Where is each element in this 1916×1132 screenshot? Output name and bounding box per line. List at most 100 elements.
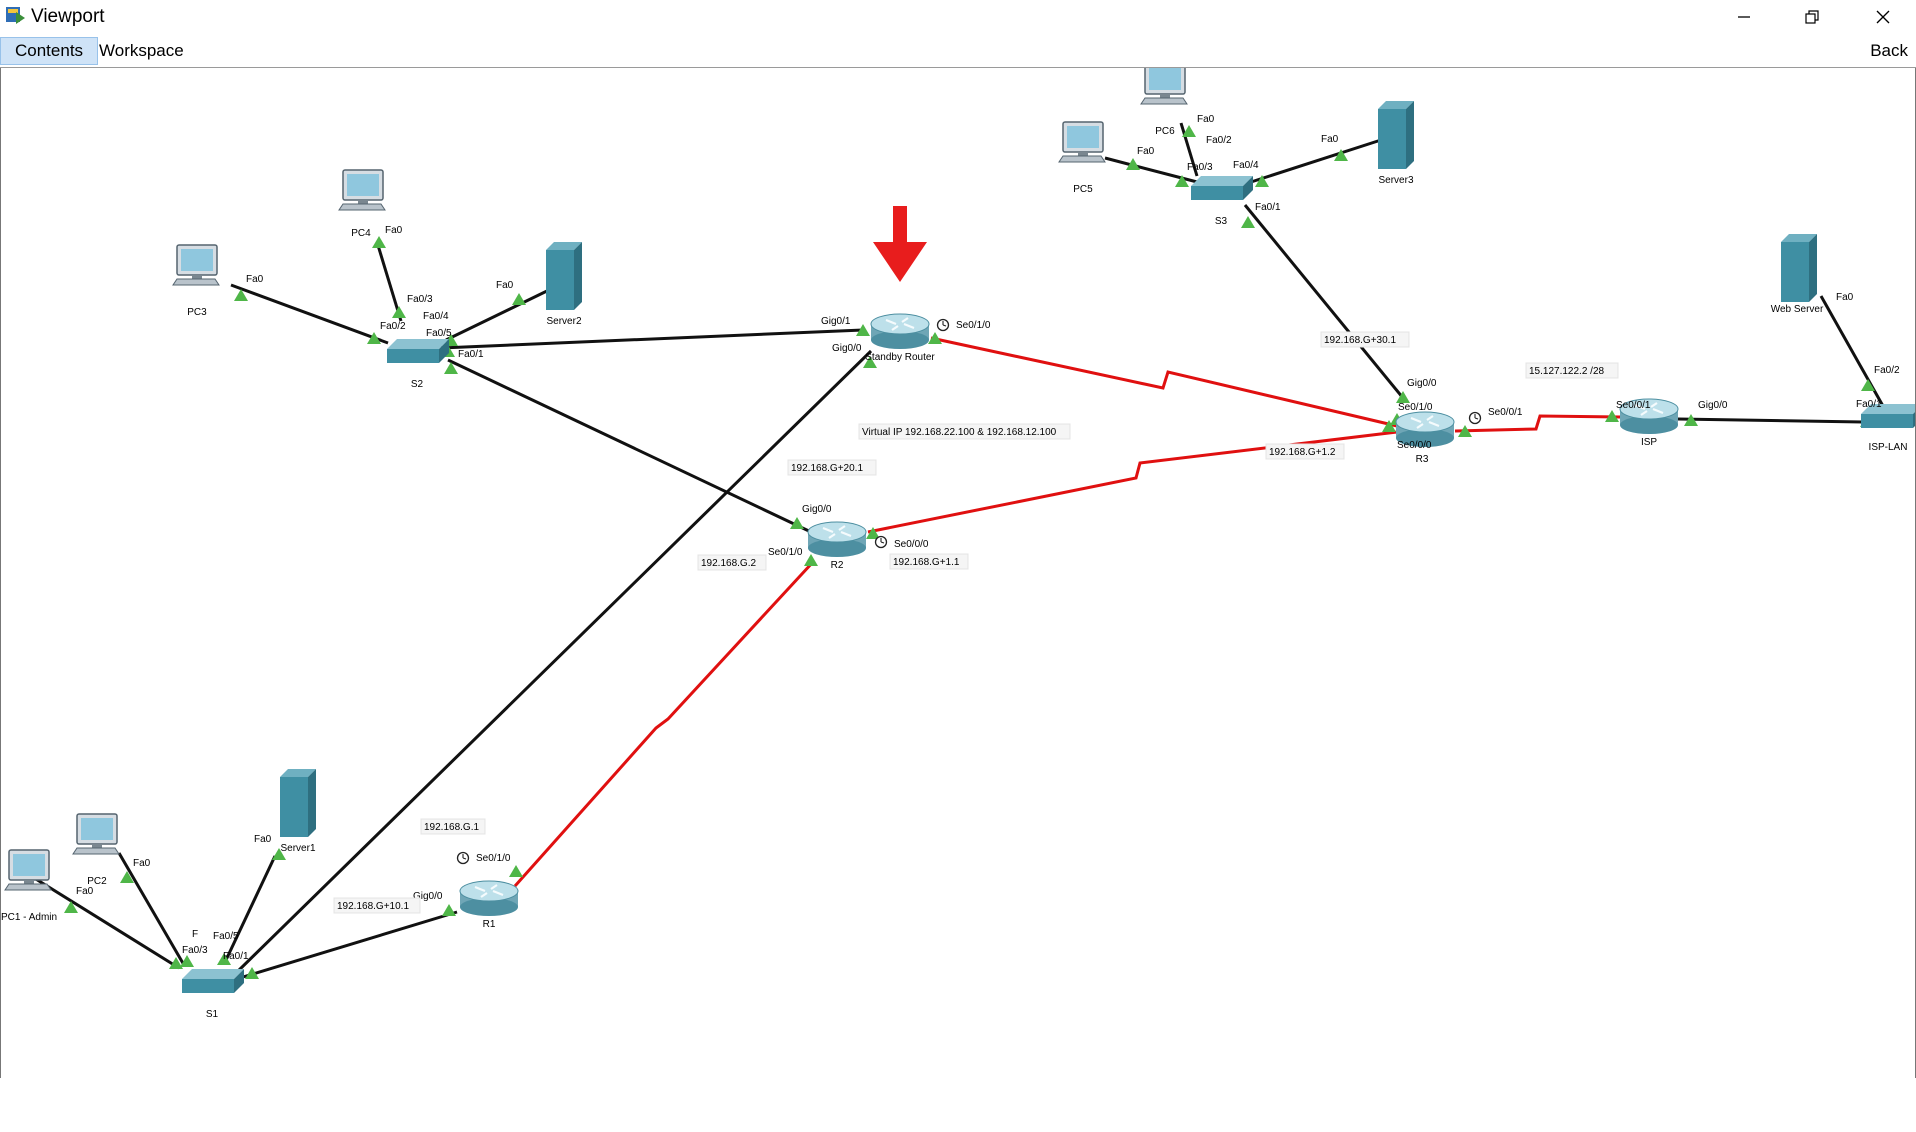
ethernet-link-isp-isplan[interactable] [1677, 417, 1864, 424]
port-label-p-isplan-2: Fa0/2 [1874, 365, 1900, 376]
port-label-p-isp-g0: Gig0/0 [1698, 400, 1728, 411]
link-status-indicator-4 [169, 957, 183, 969]
link-status-indicator-16 [856, 324, 870, 336]
note-r2s0[interactable]: 192.168.G+1.1 [889, 553, 969, 570]
port-label-p-sb-g0: Gig0/0 [832, 343, 862, 354]
clock-icon [456, 851, 470, 865]
note-r2s1[interactable]: 192.168.G.2 [697, 554, 767, 571]
server-side [1406, 101, 1414, 169]
ethernet-link-pc5-s3[interactable] [1104, 156, 1202, 185]
note-text: 192.168.G+10.1 [337, 901, 409, 912]
close-button[interactable] [1855, 0, 1911, 34]
device-pc5[interactable]: PC5 [1058, 121, 1106, 195]
port-label-p-s1-1: Fa0/1 [223, 951, 249, 962]
device-r2[interactable]: R2 [807, 521, 867, 571]
close-icon [1876, 10, 1890, 24]
link-status-indicator-27 [1458, 425, 1472, 437]
ethernet-link-s2-standby[interactable] [440, 328, 864, 350]
ethernet-link-s3-r3[interactable] [1243, 204, 1405, 399]
note-r3s[interactable]: 192.168.G+1.2 [1265, 443, 1345, 460]
note-vip[interactable]: Virtual IP 192.168.22.100 & 192.168.12.1… [858, 423, 1071, 440]
device-s1[interactable]: S1 [182, 969, 244, 1020]
device-r3[interactable]: R3 [1395, 411, 1455, 465]
note-r1s[interactable]: 192.168.G.1 [420, 818, 486, 835]
link-status-indicator-5 [180, 955, 194, 967]
port-label-p-isplan-1: Fa0/1 [1856, 399, 1882, 410]
serial-link-standby-r3[interactable] [930, 336, 1398, 428]
device-s3[interactable]: S3 [1191, 176, 1253, 227]
minimize-button[interactable] [1716, 0, 1772, 34]
ethernet-link-s1-standby[interactable] [233, 349, 873, 976]
device-server2[interactable]: Server2 [546, 242, 582, 327]
device-pc2[interactable]: PC2 [72, 813, 120, 887]
restore-button[interactable] [1784, 0, 1840, 34]
ethernet-link-s2-r2[interactable] [447, 358, 812, 534]
pc-stand [24, 880, 34, 884]
device-pc4[interactable]: PC4 [338, 169, 386, 239]
tab-workspace[interactable]: Workspace [99, 41, 184, 60]
port-label-p-s3-4: Fa0/4 [1233, 160, 1259, 171]
minimize-icon [1738, 16, 1750, 18]
port-label-p-s2-3: Fa0/3 [407, 294, 433, 305]
router-top [1395, 411, 1455, 433]
note-isp[interactable]: 15.127.122.2 /28 [1525, 362, 1619, 379]
switch-front [387, 349, 439, 363]
note-box [1320, 331, 1410, 348]
ethernet-link-server3-s3[interactable] [1250, 138, 1382, 184]
link-status-indicator-20 [804, 554, 818, 566]
device-standby[interactable]: Standby Router [865, 313, 935, 363]
device-pc6[interactable]: PC6 [1140, 63, 1188, 137]
link-status-indicator-7 [217, 953, 231, 965]
device-webserver[interactable]: Web Server [1771, 234, 1824, 315]
port-label-p-r1-se: Se0/1/0 [476, 853, 511, 864]
device-isp[interactable]: ISP [1619, 398, 1679, 448]
ethernet-link-pc2-s1[interactable] [117, 852, 186, 966]
link-status-indicator-18 [928, 332, 942, 344]
device-server3[interactable]: Server3 [1378, 101, 1414, 186]
switch-icon [1861, 404, 1916, 414]
device-s2[interactable]: S2 [387, 339, 449, 390]
pc-stand [192, 275, 202, 279]
link-status-indicator-1 [64, 901, 78, 913]
device-pc3[interactable]: PC3 [172, 244, 220, 318]
port-label-p-pc6: Fa0 [1197, 114, 1215, 125]
link-status-indicator-28 [1605, 410, 1619, 422]
ethernet-link-server1-s1[interactable] [224, 855, 277, 961]
note-r1g[interactable]: 192.168.G+10.1 [333, 897, 421, 914]
switch-front [1861, 414, 1913, 428]
port-label-p-s3-3: Fa0/3 [1187, 162, 1213, 173]
server-front [280, 777, 308, 837]
note-box [889, 553, 969, 570]
link-status-indicator-37 [1241, 216, 1255, 228]
ethernet-link-server2-s2[interactable] [445, 288, 550, 342]
device-label-server2: Server2 [546, 316, 581, 327]
pc-screen [181, 249, 213, 271]
note-r2g[interactable]: 192.168.G+20.1 [787, 459, 877, 476]
switch-icon [387, 339, 449, 349]
port-label-p-r2-g0: Gig0/0 [802, 504, 832, 515]
ethernet-link-s1-r1[interactable] [242, 910, 458, 979]
pc-stand [1078, 152, 1088, 156]
ethernet-link-pc3-s2[interactable] [230, 283, 389, 345]
window-title: Viewport [31, 6, 105, 27]
ethernet-link-pc4-s2[interactable] [375, 241, 403, 322]
serial-link-r3-isp[interactable] [1454, 414, 1622, 433]
router-base [460, 898, 518, 916]
note-r3g[interactable]: 192.168.G+30.1 [1320, 331, 1410, 348]
red-arrow-icon [873, 206, 927, 282]
tab-contents[interactable]: Contents [0, 37, 99, 65]
device-r1[interactable]: R1 [459, 880, 519, 930]
server-front [1781, 242, 1809, 302]
device-isplan[interactable]: ISP-LAN [1861, 404, 1916, 453]
back-button[interactable]: Back [1870, 41, 1908, 60]
link-status-indicator-31 [1861, 379, 1875, 391]
ethernet-link-pc1-s1[interactable] [30, 874, 180, 970]
device-pc1[interactable]: PC1 - Admin [1, 849, 57, 923]
port-label-p-pc3: Fa0 [246, 274, 264, 285]
ethernet-link-pc6-s3[interactable] [1179, 122, 1199, 177]
link-status-indicator-23 [442, 904, 456, 916]
serial-link-r1-r2[interactable] [513, 560, 815, 887]
device-server1[interactable]: Server1 [280, 769, 316, 854]
